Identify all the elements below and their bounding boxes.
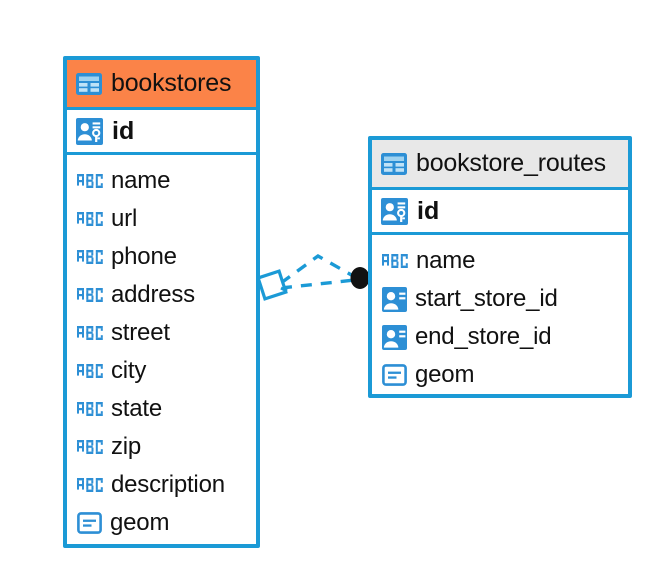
field-label: end_store_id [415, 323, 552, 350]
field-label: geom [110, 509, 170, 536]
foreign-key-icon [382, 324, 407, 350]
foreign-key-icon [382, 286, 407, 312]
primary-key-label: id [112, 116, 135, 145]
abc-text-icon [77, 212, 103, 226]
filled-circle-icon [350, 267, 370, 289]
abc-text-icon [77, 326, 103, 340]
primary-key-row-bookstores[interactable]: id [67, 107, 256, 155]
relationship-line-upper [279, 253, 356, 285]
field-label: start_store_id [415, 285, 558, 312]
field-label: state [111, 395, 163, 422]
abc-text-icon [77, 250, 103, 264]
abc-text-icon [77, 402, 103, 416]
field-row[interactable]: url [67, 200, 256, 238]
field-row[interactable]: address [67, 276, 256, 314]
field-label: address [111, 281, 195, 308]
field-row[interactable]: phone [67, 238, 256, 276]
entity-header-bookstore-routes[interactable]: bookstore_routes [372, 140, 628, 187]
primary-key-icon [76, 117, 103, 145]
abc-text-icon [77, 440, 103, 454]
field-row[interactable]: geom [372, 356, 628, 394]
table-icon [76, 72, 102, 95]
entity-title: bookstore_routes [416, 149, 606, 177]
table-icon [381, 152, 407, 175]
abc-text-icon [77, 364, 103, 378]
field-row[interactable]: name [67, 162, 256, 200]
field-label: zip [111, 433, 142, 460]
field-row[interactable]: state [67, 390, 256, 428]
field-label: phone [111, 243, 177, 270]
field-list-bookstores: name url [67, 155, 256, 548]
field-label: url [111, 205, 138, 232]
geometry-icon [382, 364, 407, 386]
entity-bookstore-routes[interactable]: bookstore_routes id [368, 136, 632, 398]
diamond-outline-icon [256, 269, 288, 301]
field-row[interactable]: geom [67, 504, 256, 542]
field-row[interactable]: description [67, 466, 256, 504]
field-label: street [111, 319, 170, 346]
field-row[interactable]: zip [67, 428, 256, 466]
field-label: city [111, 357, 147, 384]
field-label: name [416, 247, 476, 274]
abc-text-icon [77, 478, 103, 492]
field-list-bookstore-routes: name start_store_id end_store_id geom [372, 235, 628, 400]
abc-text-icon [382, 254, 408, 268]
diamond-tail [280, 286, 288, 293]
field-row[interactable]: start_store_id [372, 280, 628, 318]
field-label: description [111, 471, 225, 498]
field-row[interactable]: end_store_id [372, 318, 628, 356]
field-label: name [111, 167, 171, 194]
primary-key-icon [381, 197, 408, 225]
entity-bookstores[interactable]: bookstores id [63, 56, 260, 548]
entity-header-bookstores[interactable]: bookstores [67, 60, 256, 107]
primary-key-row-bookstore-routes[interactable]: id [372, 187, 628, 235]
geometry-icon [77, 512, 102, 534]
abc-text-icon [77, 288, 103, 302]
field-row[interactable]: city [67, 352, 256, 390]
entity-title: bookstores [111, 69, 232, 97]
field-label: geom [415, 361, 475, 388]
relationship-line-lower [280, 278, 356, 290]
field-row[interactable]: street [67, 314, 256, 352]
abc-text-icon [77, 174, 103, 188]
field-row[interactable]: name [372, 242, 628, 280]
primary-key-label: id [417, 196, 440, 225]
